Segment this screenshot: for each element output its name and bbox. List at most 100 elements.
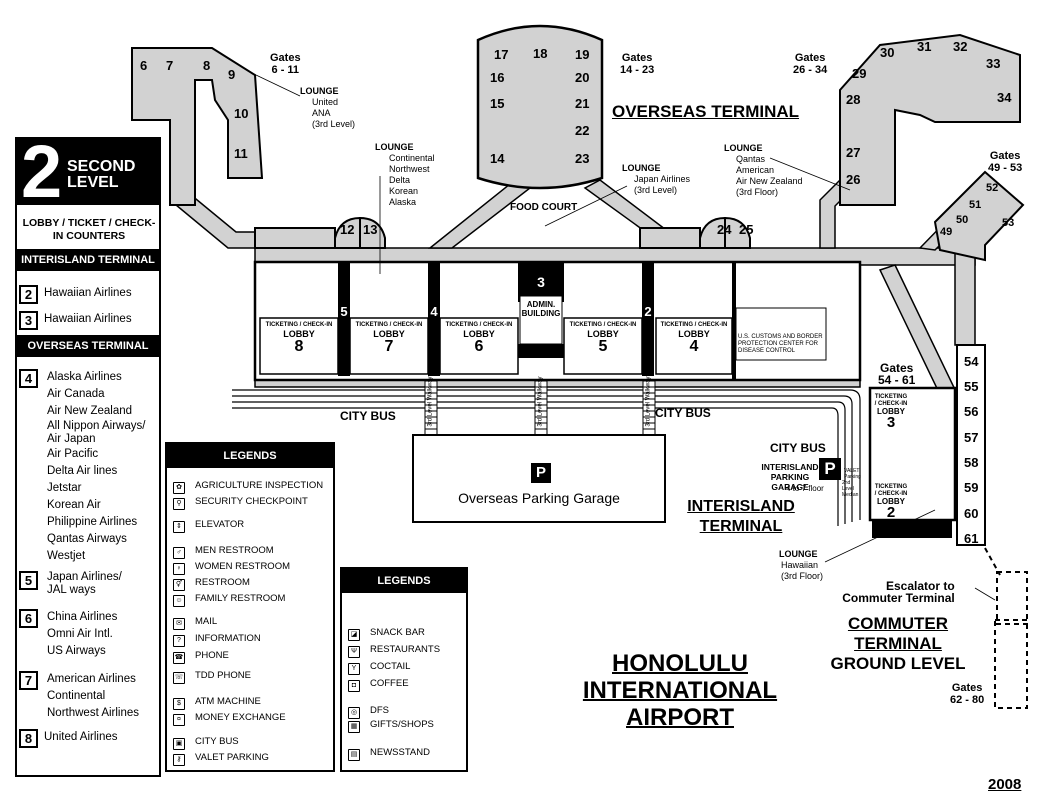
- overseas-header: OVERSEAS TERMINAL: [17, 335, 159, 357]
- gate-25: 25: [739, 222, 754, 237]
- overseas-garage-label: Overseas Parking Garage: [458, 490, 620, 506]
- legend-item: ?INFORMATION: [173, 633, 261, 647]
- legend-item: ▦GIFTS/SHOPS: [348, 719, 434, 733]
- gates-26-34-building: [839, 33, 1021, 206]
- legend-title: LEGENDS: [342, 569, 466, 593]
- gift-shop-icon: ▦: [348, 721, 360, 733]
- city-bus-label-2: CITY BUS: [655, 406, 711, 420]
- level-median-label: 2nd Level Median: [842, 480, 859, 498]
- interisland-terminal: [868, 386, 957, 522]
- level-legend-panel: 2 SECOND LEVEL LOBBY / TICKET / CHECK-IN…: [15, 130, 161, 777]
- year-label: 2008: [988, 776, 1022, 793]
- gate-23: 23: [575, 151, 590, 166]
- phone-icon: ☎: [173, 652, 185, 664]
- security-checkpoint-icon: ⚲: [173, 498, 185, 510]
- city-bus-icon: ▣: [173, 738, 185, 750]
- gate-31: 31: [917, 39, 932, 54]
- lobby-5-airlines: Japan Airlines/ JAL ways: [47, 571, 122, 596]
- level-title: SECOND LEVEL: [67, 158, 136, 191]
- gate-24: 24: [717, 222, 732, 237]
- lobby-row-7: 7: [19, 671, 44, 690]
- gate-11: 11: [234, 146, 248, 161]
- walkway-label-1: 3rd Level Walkway: [427, 376, 434, 427]
- map-title: HONOLULU INTERNATIONAL AIRPORT: [582, 650, 778, 731]
- gate-49: 49: [940, 226, 953, 238]
- gate-20: 20: [575, 70, 590, 85]
- gate-21: 21: [575, 96, 590, 111]
- legend-title: LEGENDS: [167, 444, 333, 468]
- lobby-dividers: [338, 262, 736, 380]
- women-restroom-icon: ♀: [173, 563, 185, 575]
- gate-51: 51: [969, 199, 982, 211]
- legend-item: ♂MEN RESTROOM: [173, 545, 274, 559]
- gate-32: 32: [953, 39, 968, 54]
- gate-59: 59: [964, 480, 979, 495]
- gate-33: 33: [986, 56, 1001, 71]
- walkway-label-3: 3rd Level Walkway: [645, 376, 652, 427]
- gate-6: 6: [140, 58, 148, 73]
- mail-icon: ✉: [173, 618, 185, 630]
- gate-56: 56: [964, 404, 979, 419]
- lobby-7-airlines: American Airlines Continental Northwest …: [47, 673, 140, 719]
- gate-7: 7: [166, 58, 174, 73]
- gate-34: 34: [997, 90, 1012, 105]
- satellite-pods: [254, 216, 751, 249]
- commuter-terminal-outline: [984, 547, 1028, 709]
- gate-10: 10: [234, 106, 249, 121]
- legend-item: $ATM MACHINE: [173, 696, 261, 710]
- lounge-japan-airlines: LOUNGE Japan Airlines(3rd Level): [622, 163, 691, 195]
- interisland-parking-icon: P: [819, 458, 841, 480]
- elevator-icon: ⇕: [173, 521, 185, 533]
- legend-item: ▣CITY BUS: [173, 736, 239, 750]
- interisland-lower-bar: [872, 520, 952, 538]
- lobby-blocks: [259, 317, 733, 375]
- legend-item: ⚲SECURITY CHECKPOINT: [173, 496, 308, 510]
- gate-8: 8: [203, 58, 211, 73]
- gate-61: 61: [964, 531, 979, 546]
- legend-item: ◪SNACK BAR: [348, 627, 425, 641]
- men-restroom-icon: ♂: [173, 547, 185, 559]
- agriculture-inspection-icon: ✿: [173, 482, 185, 494]
- customs-label: U.S. CUSTOMS AND BORDER PROTECTION CENTE…: [738, 334, 823, 354]
- gate-57: 57: [964, 430, 979, 445]
- legend-item: ◘COFFEE: [348, 678, 409, 692]
- gate-55: 55: [964, 379, 979, 394]
- admin-building-box: [519, 295, 563, 345]
- restroom-icon: ⚥: [173, 579, 185, 591]
- newsstand-icon: ▤: [348, 749, 360, 761]
- money-exchange-icon: ¤: [173, 714, 185, 726]
- city-bus-label-1: CITY BUS: [340, 409, 396, 423]
- atm-machine-icon: $: [173, 698, 185, 710]
- gate-58: 58: [964, 455, 979, 470]
- gates-49-53-building: [933, 170, 1025, 262]
- overseas-terminal-label: OVERSEAS TERMINAL: [612, 102, 800, 121]
- divider-4: 4: [430, 304, 438, 319]
- divider-2: 2: [644, 304, 652, 319]
- gate-12: 12: [340, 222, 355, 237]
- gate-30: 30: [880, 45, 895, 60]
- admin-building-label: ADMIN. BUILDING: [521, 300, 561, 318]
- legend-panel-services: LEGENDS ✿AGRICULTURE INSPECTION ⚲SECURIT…: [165, 442, 335, 772]
- gates-6-11-building: [131, 47, 264, 206]
- gate-52: 52: [986, 182, 999, 194]
- commuter-terminal-label: COMMUTER TERMINAL GROUND LEVEL: [830, 614, 966, 673]
- lobby-row-6: 6: [19, 609, 44, 628]
- snack-bar-icon: ◪: [348, 629, 360, 641]
- city-bus-label-3: CITY BUS: [770, 441, 826, 455]
- interisland-header: INTERISLAND TERMINAL: [17, 249, 159, 271]
- lobby-4-airlines: Alaska Airlines Air Canada Air New Zeala…: [47, 371, 146, 562]
